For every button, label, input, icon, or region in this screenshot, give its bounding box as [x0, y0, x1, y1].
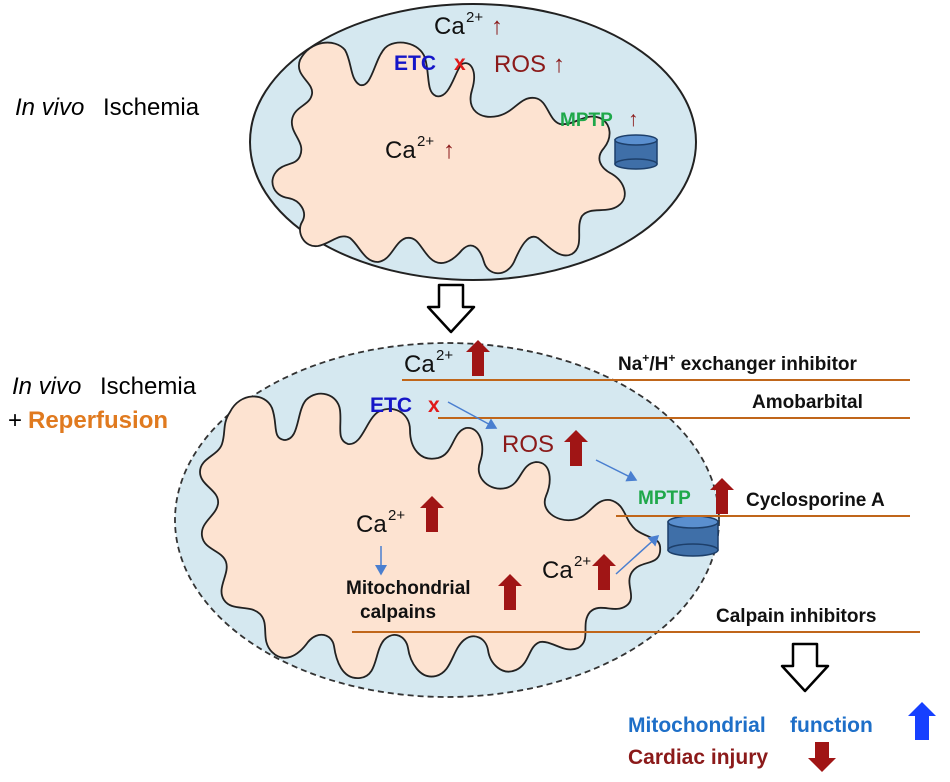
ca-to-mptp-arrow: [615, 534, 660, 575]
bold-up-arrow-icon-ros: [564, 430, 588, 466]
bold-up-arrow-icon-ca-low: [592, 554, 616, 590]
nhe-inhibitor-label: Na+/H+ exchanger inhibitor: [618, 351, 858, 375]
outcome-cardiac-injury: Cardiac injury: [628, 746, 768, 769]
outcome-function-word1: Mitochondrial: [628, 714, 766, 737]
calpains-label-line1: Mitochondrial: [346, 578, 471, 599]
amobarbital-label: Amobarbital: [752, 392, 863, 413]
bottom-mptp-channel-icon: [667, 515, 719, 557]
top-etc-label: ETC: [394, 52, 436, 75]
bottom-title-italic: In vivo: [12, 373, 81, 400]
outcome-function-word2: function: [790, 714, 873, 737]
bottom-ca-base-top: Ca: [404, 351, 435, 378]
calpains-label-line2: calpains: [360, 602, 436, 623]
calpain-inhibitor-label: Calpain inhibitors: [716, 606, 876, 627]
bottom-ca-sup-low: 2+: [574, 553, 591, 570]
top-ros-up-arrow-icon: ↑: [553, 51, 565, 78]
top-mptp-label: MPTP: [560, 110, 613, 131]
top-title-italic: In vivo: [15, 94, 84, 121]
blue-up-arrow-icon: [908, 702, 936, 740]
top-ca-up-arrow-icon-2: ↑: [443, 137, 455, 164]
top-mptp-channel-icon: [614, 134, 658, 170]
bottom-ca-base-low: Ca: [542, 557, 573, 584]
top-ca-base-1: Ca: [434, 13, 465, 40]
bottom-mitochondrion: [174, 342, 720, 698]
top-ca-sup-1: 2+: [466, 9, 483, 26]
bold-up-arrow-icon-ca-top: [466, 340, 490, 376]
hollow-down-arrow-icon-1: [426, 283, 476, 334]
bold-up-arrow-icon-calpains: [498, 574, 522, 610]
bottom-title-reperfusion: Reperfusion: [28, 407, 168, 434]
top-ca-sup-2: 2+: [417, 133, 434, 150]
bottom-title-plus: +: [8, 407, 22, 434]
top-ca-up-arrow-icon-1: ↑: [491, 13, 503, 40]
bottom-etc-label: ETC: [370, 394, 412, 417]
top-mptp-up-arrow-icon: ↑: [628, 108, 639, 131]
top-etc-x-mark: x: [454, 52, 466, 75]
cyclosporine-label: Cyclosporine A: [746, 490, 885, 511]
ros-to-mptp-arrow: [595, 459, 638, 482]
top-ros-label: ROS: [494, 51, 546, 78]
bottom-ros-label: ROS: [502, 431, 554, 458]
bottom-inner-membrane: [199, 392, 662, 679]
bold-down-arrow-icon: [808, 742, 836, 772]
top-title-rest: Ischemia: [103, 94, 200, 121]
etc-to-ros-arrow: [447, 401, 498, 429]
bottom-ca-base-mid: Ca: [356, 511, 387, 538]
bold-up-arrow-icon-mptp: [710, 478, 734, 514]
bold-up-arrow-icon-ca-mid: [420, 496, 444, 532]
bottom-etc-x-mark: x: [428, 394, 440, 417]
bottom-mptp-label: MPTP: [638, 488, 691, 509]
bottom-ca-sup-top: 2+: [436, 347, 453, 364]
top-ca-base-2: Ca: [385, 137, 416, 164]
hollow-down-arrow-icon-2: [780, 642, 830, 693]
bottom-ca-sup-mid: 2+: [388, 507, 405, 524]
top-inner-membrane: [271, 41, 626, 275]
bottom-title-rest: Ischemia: [100, 373, 197, 400]
top-mitochondrion: [249, 3, 697, 281]
